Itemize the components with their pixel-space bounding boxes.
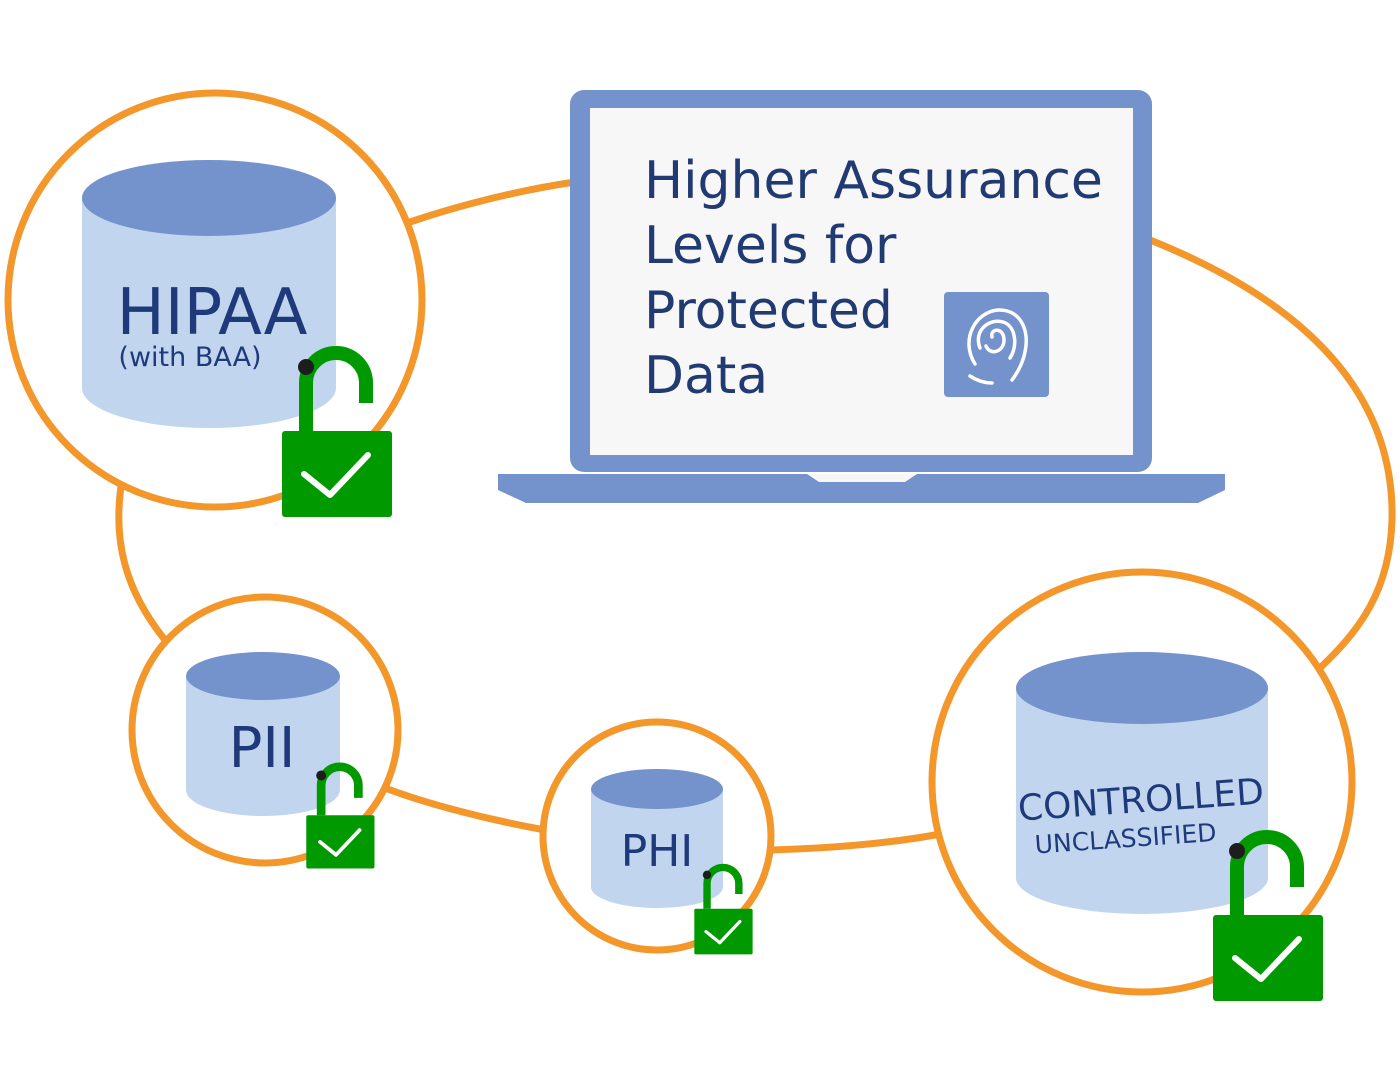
hipaa-sublabel: (with BAA) <box>118 342 261 373</box>
laptop-title-line-1: Higher Assurance <box>644 151 1103 211</box>
laptop-base <box>498 474 1225 503</box>
unlocked-padlock-check-icon <box>1213 830 1323 1001</box>
lock-cui <box>1213 830 1323 1001</box>
connector-laptop-cui <box>1146 236 1396 672</box>
database-hipaa: HIPAA (with BAA) <box>82 160 336 428</box>
database-cui: CONTROLLED UNCLASSIFIED <box>1016 652 1268 914</box>
laptop-title-line-3: Protected <box>644 281 893 341</box>
connector-lines <box>115 178 1396 854</box>
laptop: Higher Assurance Levels for Protected Da… <box>498 90 1225 503</box>
database-cylinder-icon <box>591 789 723 908</box>
pii-label: PII <box>229 716 296 781</box>
hipaa-label: HIPAA <box>117 276 308 350</box>
fingerprint-icon <box>944 292 1049 397</box>
connector-pii-phi <box>381 784 549 834</box>
laptop-title-line-4: Data <box>644 346 768 406</box>
connector-hipaa-laptop <box>406 178 579 226</box>
svg-text:Higher Assurance Levels: Higher Assurance Levels for Protected Da… <box>644 151 1119 406</box>
database-cylinder-icon <box>82 198 336 428</box>
lock-phi <box>694 863 753 955</box>
unlocked-padlock-check-icon <box>694 863 753 955</box>
lock-hipaa <box>282 346 392 517</box>
laptop-notch <box>807 474 917 482</box>
database-cylinder-icon <box>186 676 340 816</box>
lock-pii <box>306 762 375 869</box>
database-pii: PII <box>186 652 340 816</box>
connector-phi-cui <box>766 831 939 854</box>
phi-label: PHI <box>621 826 694 877</box>
database-phi: PHI <box>591 769 723 908</box>
connector-hipaa-pii <box>115 476 169 644</box>
unlocked-padlock-check-icon <box>306 762 375 869</box>
laptop-title-line-2: Levels for <box>644 216 897 276</box>
database-cylinder-icon <box>1016 688 1268 914</box>
unlocked-padlock-check-icon <box>282 346 392 517</box>
laptop-screen <box>590 108 1133 455</box>
